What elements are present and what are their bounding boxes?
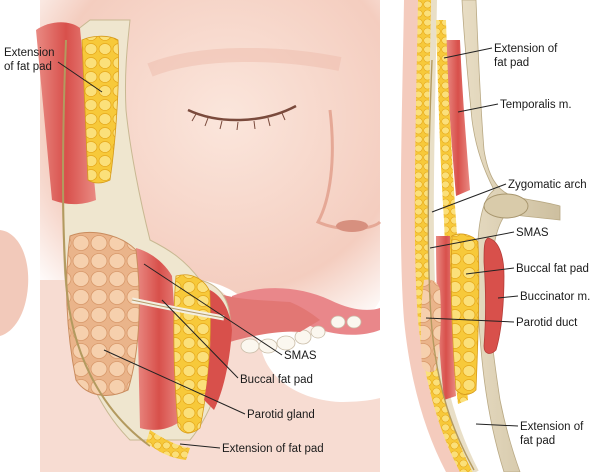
section-temporalis — [446, 40, 470, 196]
section-zygomatic-arch — [483, 193, 529, 219]
parotid-gland — [66, 232, 140, 396]
temporalis-muscle — [36, 22, 96, 205]
bottom-fat-extension — [146, 430, 190, 460]
label-extension-of-fat-pad-bottom-left: Extension of fat pad — [222, 443, 324, 455]
nostril — [336, 220, 368, 232]
label-parotid-duct: Parotid duct — [516, 317, 578, 329]
label-buccal-fat-pad-left: Buccal fat pad — [240, 374, 313, 386]
teeth — [240, 315, 362, 354]
label-parotid-gland: Parotid gland — [247, 409, 315, 421]
label-extension-of-fat-pad-bottom-right: Extension of fat pad — [520, 421, 584, 447]
label-smas-left: SMAS — [284, 350, 317, 362]
label-zygomatic-arch: Zygomatic arch — [508, 179, 587, 191]
brow-shading — [147, 48, 342, 77]
masseter-muscle — [136, 248, 182, 430]
label-extension-of-fat-pad-top-right: Extension of fat pad — [494, 43, 558, 69]
label-buccinator: Buccinator m. — [520, 291, 591, 303]
section-smas-line — [427, 59, 475, 471]
section-buccinator — [483, 237, 505, 354]
temporal-fat-pad — [81, 35, 119, 184]
label-buccal-fat-pad-right: Buccal fat pad — [516, 263, 589, 275]
section-skull — [461, 0, 561, 472]
buccinator-muscle — [204, 290, 232, 410]
section-masseter — [436, 236, 456, 400]
label-extension-of-fat-pad-top-left: Extension of fat pad — [4, 47, 55, 73]
closed-eye — [187, 104, 297, 122]
leader-lines — [57, 47, 519, 449]
cross-section-illustration — [400, 0, 561, 472]
oral-mucosa — [210, 290, 320, 342]
section-parotid — [420, 279, 441, 373]
label-smas-right: SMAS — [516, 227, 549, 239]
label-temporalis: Temporalis m. — [500, 99, 572, 111]
smas-layer — [62, 39, 151, 447]
section-buccal-fat — [450, 233, 480, 395]
ear — [0, 230, 29, 336]
eyelashes — [191, 112, 286, 131]
face-illustration — [0, 0, 382, 472]
